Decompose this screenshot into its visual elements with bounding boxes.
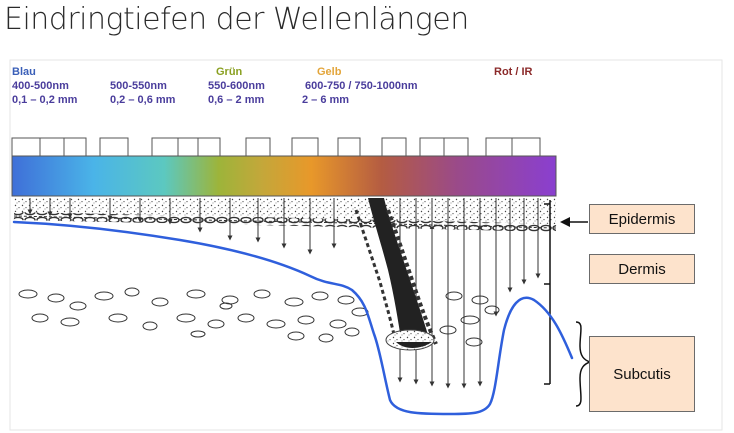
subcutis-brace <box>575 321 593 407</box>
wl-name-blau: Blau <box>12 66 36 78</box>
wl-name-gelb: Gelb <box>317 66 342 78</box>
wl-depth-cyan: 0,2 – 0,6 mm <box>110 94 176 106</box>
epidermis-pointer-arrow <box>560 217 588 227</box>
wl-depth-blau: 0,1 – 0,2 mm <box>12 94 78 106</box>
wl-range-gelb: 600-750 / 750-1000nm <box>305 80 418 92</box>
basal-chain-line <box>13 215 557 229</box>
depth-scale <box>544 200 551 385</box>
wl-range-blau: 400-500nm <box>12 80 69 92</box>
penetration-curve <box>12 220 574 416</box>
wl-depth-gelb: 2 – 6 mm <box>302 94 350 106</box>
wl-depth-gruen: 0,6 – 2 mm <box>208 94 265 106</box>
diagram-frame <box>9 59 723 431</box>
subcutis-label: Subcutis <box>589 336 695 412</box>
hair-follicle <box>354 198 438 351</box>
wl-range-gruen: 550-600nm <box>208 80 265 92</box>
wl-name-gruen: Grün <box>216 66 243 78</box>
wl-name-rot-ir: Rot / IR <box>494 66 533 78</box>
spectrum-bar <box>11 155 557 197</box>
top-brackets <box>11 137 541 156</box>
fat-cells <box>18 287 500 347</box>
dermis-label: Dermis <box>589 254 695 284</box>
wl-range-cyan: 500-550nm <box>110 80 167 92</box>
epidermis-label: Epidermis <box>589 204 695 234</box>
slide-title: Eindringtiefen der Wellenlängen <box>4 2 469 37</box>
epidermis-texture <box>14 198 556 226</box>
